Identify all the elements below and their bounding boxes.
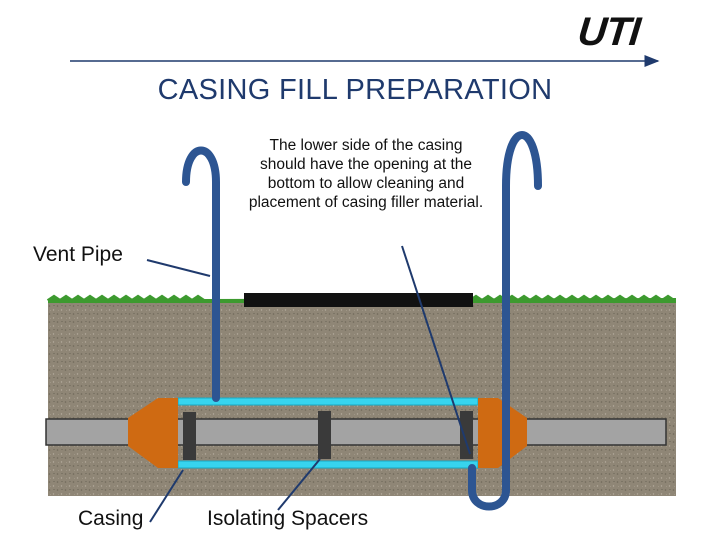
isolating-spacers-label: Isolating Spacers <box>207 507 369 530</box>
casing-leader <box>149 469 184 523</box>
left-end-seal <box>128 398 178 468</box>
casing-label: Casing <box>78 507 144 530</box>
spacer-middle <box>318 411 331 459</box>
vent-pipe-left <box>182 146 220 402</box>
vent-pipe-label: Vent Pipe <box>33 243 123 266</box>
road-surface <box>244 293 473 307</box>
casing-top-wall <box>177 397 479 406</box>
slide-title: CASING FILL PREPARATION <box>157 74 553 106</box>
casing-bottom-wall <box>177 460 479 469</box>
vent-pipe-leader <box>146 259 211 277</box>
note-leader <box>401 245 471 455</box>
spacer-left <box>183 412 196 460</box>
vent-pipe-right <box>468 131 542 511</box>
spacers-leader <box>277 458 321 511</box>
casing-note: The lower side of the casing should have… <box>248 137 484 211</box>
spacer-right <box>460 411 473 459</box>
uti-logo: UTI <box>575 10 642 54</box>
